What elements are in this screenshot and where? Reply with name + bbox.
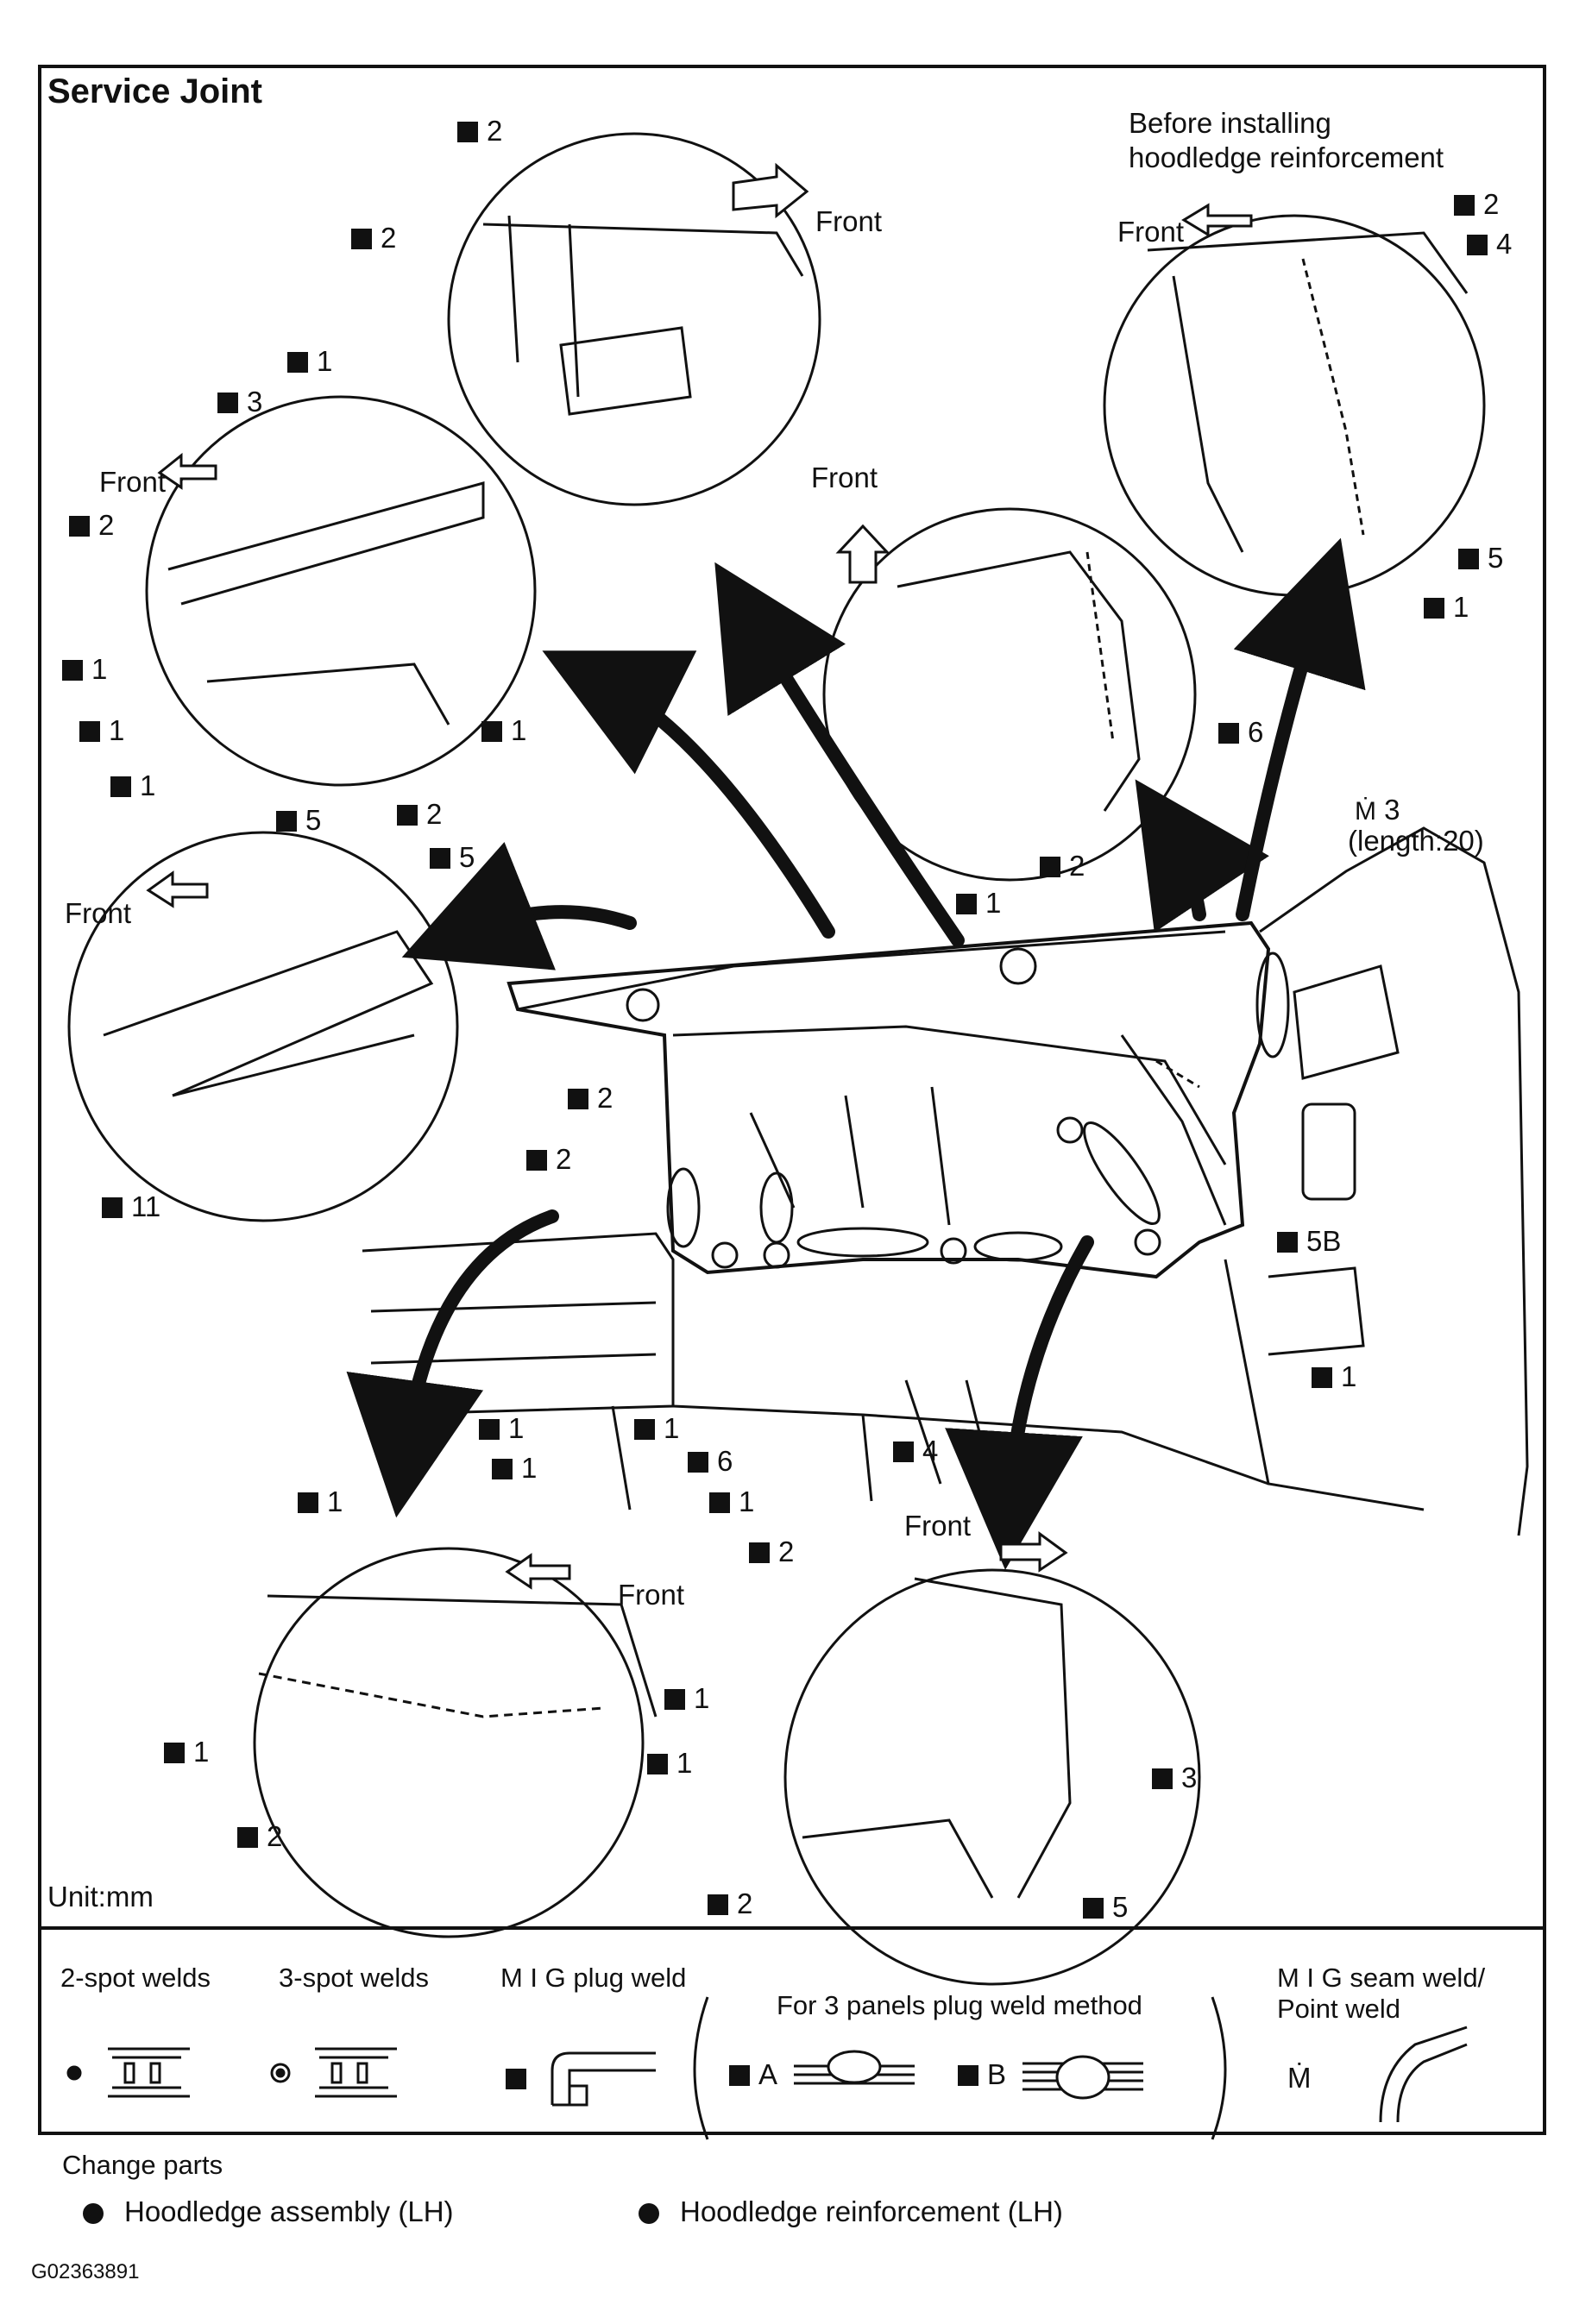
front-label-2: Front	[1117, 216, 1185, 248]
unit-label: Unit:mm	[47, 1881, 154, 1913]
callout-mig-plug: 1	[1424, 591, 1469, 624]
detail-circle-bottom-left	[253, 1547, 645, 1938]
front-label-5: Front	[65, 897, 132, 929]
page-title: Service Joint	[47, 72, 263, 110]
callout-mig-plug: 1	[709, 1485, 754, 1518]
legend-mig-seam-line1: M I G seam weld/	[1277, 1963, 1486, 1993]
callout-mig-plug: 1	[492, 1452, 537, 1485]
callout-mig-plug: 1	[110, 769, 155, 802]
weld-legend	[38, 1926, 1546, 2135]
callout-mig-plug: 5	[276, 804, 321, 837]
seam-weld-length: (length:20)	[1348, 825, 1484, 857]
mig-plug-square-icon	[506, 2063, 535, 2095]
callout-mig-plug: 5	[1083, 1891, 1128, 1924]
before-note-line2: hoodledge reinforcement	[1129, 141, 1444, 173]
figure-id: G02363891	[31, 2260, 140, 2283]
detail-circle-top-center	[447, 132, 821, 506]
legend-three-spot: 3-spot welds	[279, 1963, 430, 1993]
front-label-6: Front	[618, 1579, 685, 1611]
callout-mig-plug: 1	[298, 1485, 343, 1518]
front-label-3: Front	[99, 466, 167, 498]
callout-mig-plug: 1	[634, 1412, 679, 1445]
callout-mig-plug: 6	[1218, 716, 1263, 749]
change-part-item-1: Hoodledge assembly (LH)	[83, 2195, 454, 2228]
callout-mig-plug: 2	[397, 798, 442, 831]
callout-mig-plug: 2	[457, 115, 502, 148]
front-label-7: Front	[904, 1510, 972, 1542]
front-arrow-1	[732, 162, 809, 219]
callout-mig-plug: 3	[1152, 1762, 1197, 1794]
callout-mig-plug: 1	[956, 887, 1001, 920]
legend-mig-plug: M I G plug weld	[500, 1963, 687, 1993]
change-parts-heading: Change parts	[62, 2150, 223, 2180]
callout-mig-plug: 1	[62, 653, 107, 686]
callout-mig-plug: 1	[647, 1747, 692, 1780]
legend-mig-seam-line2: Point weld	[1277, 1994, 1401, 2024]
callout-mig-plug: 3	[217, 386, 262, 418]
callout-mig-plug: 1	[287, 345, 332, 378]
callout-mig-plug: 4	[1467, 228, 1512, 261]
callout-mig-plug: 2	[1040, 850, 1085, 882]
callout-mig-plug: 2	[237, 1820, 282, 1853]
change-part-item-2: Hoodledge reinforcement (LH)	[639, 2195, 1063, 2228]
front-arrow-5	[146, 870, 209, 908]
legend-three-panel: For 3 panels plug weld method	[777, 1990, 1142, 2020]
callout-mig-plug: 6	[688, 1445, 733, 1478]
detail-circle-top-right	[1103, 214, 1486, 597]
front-arrow-3	[157, 452, 217, 490]
callout-mig-plug: 1	[1312, 1360, 1356, 1393]
callout-mig-plug: 1	[664, 1682, 709, 1715]
front-label-4: Front	[811, 462, 878, 493]
callout-mig-plug: 2	[69, 509, 114, 542]
callout-mig-plug: 2	[351, 222, 396, 254]
front-arrow-7	[999, 1531, 1068, 1573]
callout-mig-plug: 2	[1454, 188, 1499, 221]
seam-weld-note: Ṁ 3	[1355, 794, 1400, 826]
detail-circle-left-upper	[145, 395, 537, 787]
front-label-1: Front	[815, 205, 883, 237]
diagram-frame	[38, 65, 1546, 2135]
callout-mig-plug: 2	[526, 1143, 571, 1176]
callout-mig-plug: 1	[164, 1736, 209, 1768]
callout-mig-plug: 5B	[1277, 1225, 1341, 1258]
callout-mig-plug: 2	[708, 1887, 752, 1920]
detail-circle-left-middle	[67, 831, 459, 1222]
method-a-label: A	[729, 2058, 777, 2091]
hoodledge-panel	[507, 920, 1271, 1279]
front-arrow-4	[835, 524, 890, 584]
legend-two-spot: 2-spot welds	[60, 1963, 211, 1993]
callout-mig-plug: 11	[102, 1190, 160, 1223]
seam-weld-legend-icon: Ṁ	[1287, 2062, 1312, 2094]
callout-mig-plug: 4	[893, 1435, 938, 1467]
before-note-line1: Before installing	[1129, 107, 1331, 139]
callout-mig-plug: 2	[749, 1536, 794, 1568]
callout-mig-plug: 1	[79, 714, 124, 747]
callout-mig-plug: 5	[430, 841, 475, 874]
callout-mig-plug: 5	[1458, 542, 1503, 575]
callout-mig-plug: 1	[479, 1412, 524, 1445]
front-arrow-2	[1181, 203, 1253, 237]
detail-circle-bottom-right	[783, 1568, 1201, 1986]
callout-mig-plug: 2	[568, 1082, 613, 1115]
front-arrow-6	[505, 1553, 571, 1590]
callout-mig-plug: 1	[481, 714, 526, 747]
method-b-label: B	[958, 2058, 1006, 2091]
seam-weld-icon: Ṁ	[1355, 797, 1376, 826]
